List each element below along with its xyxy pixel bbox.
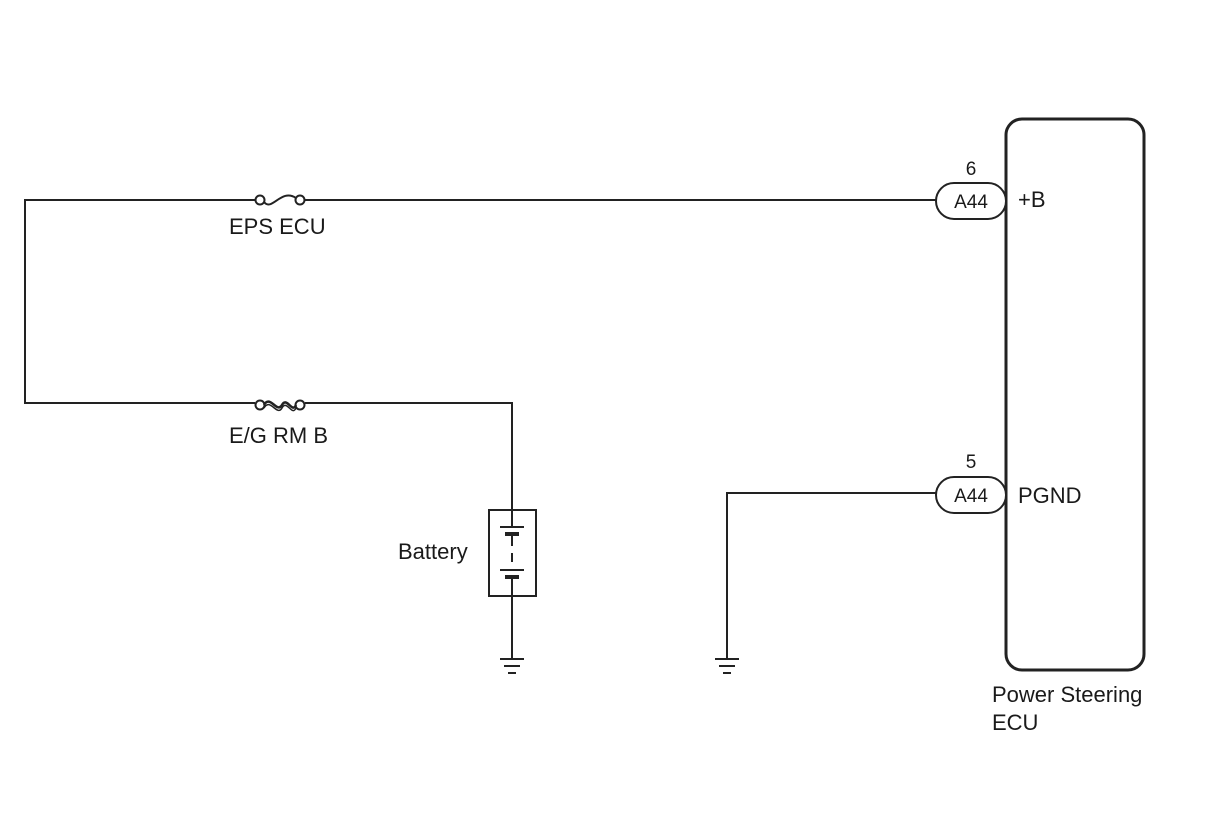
battery-symbol <box>488 509 537 597</box>
terminal-label: PGND <box>1018 483 1082 508</box>
wire-pgnd-circuit <box>726 492 938 659</box>
connector-a44-pin5 <box>935 476 1007 514</box>
fuse-eg-rm-b <box>254 399 306 412</box>
fuse-eps-ecu <box>254 194 306 206</box>
ground-icon <box>715 658 739 674</box>
wire-plus-b-circuit <box>24 199 938 404</box>
battery-label: Battery <box>398 539 468 564</box>
fuse-eg-rm-b-label: E/G RM B <box>229 423 328 448</box>
power-steering-ecu-box <box>1004 117 1146 672</box>
connector-id: A44 <box>954 192 988 213</box>
wire-battery-circuit <box>305 402 513 510</box>
terminal-label: +B <box>1018 187 1046 212</box>
ecu-name-line1: Power Steering <box>992 682 1142 707</box>
ground-icon <box>500 658 524 674</box>
pin-number: 6 <box>966 159 977 180</box>
ecu-name-line2: ECU <box>992 710 1038 735</box>
fuse-eps-ecu-label: EPS ECU <box>229 214 326 239</box>
connector-id: A44 <box>954 486 988 507</box>
pin-number: 5 <box>966 452 977 473</box>
connector-a44-pin6 <box>935 182 1007 220</box>
